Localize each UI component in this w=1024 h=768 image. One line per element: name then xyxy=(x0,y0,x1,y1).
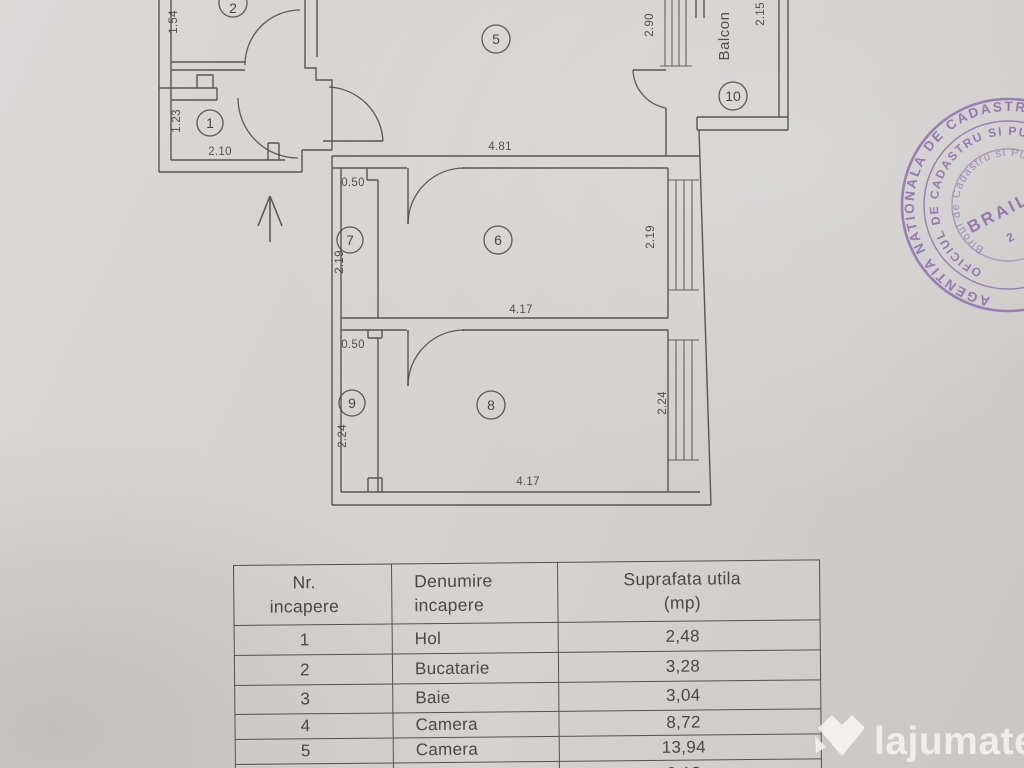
dim-1-54: 1.54 xyxy=(168,10,180,34)
room-number-2: 2 xyxy=(229,0,237,16)
dim-2-90: 2.90 xyxy=(644,13,656,37)
cell-denumire: Bucatarie xyxy=(392,652,559,684)
room-area-table: Nr. incapere Denumire incapere Suprafata… xyxy=(233,559,822,768)
room-circle-8 xyxy=(476,390,506,420)
site-watermark: lajumate .ro xyxy=(812,712,1024,764)
window-lines xyxy=(660,0,699,461)
dim-1-23: 1.23 xyxy=(171,109,183,133)
stamp-number: 2 xyxy=(1004,230,1017,246)
watermark-brand: lajumate xyxy=(874,720,1024,763)
room-number-1: 1 xyxy=(206,115,214,131)
cell-suprafata: 8,72 xyxy=(558,708,822,737)
room-circle-2 xyxy=(218,0,248,18)
dim-0-50-top: 0.50 xyxy=(341,177,365,189)
cell-suprafata: 9,13 xyxy=(559,758,822,768)
room-circle-6 xyxy=(483,225,513,255)
cell-suprafata: 3,04 xyxy=(558,679,821,712)
dim-4-81: 4.81 xyxy=(488,141,512,153)
dimension-labels: 1.54 1.23 2.10 4.81 0.50 2.19 2.19 4.17 … xyxy=(168,2,767,488)
header-nr-incapere: Nr. incapere xyxy=(233,563,393,626)
cell-nr xyxy=(235,762,394,768)
cell-nr: 3 xyxy=(234,683,393,715)
stamp-inner-circle xyxy=(951,148,1024,262)
cell-nr: 4 xyxy=(234,712,394,740)
balcony-label: Balcon xyxy=(716,12,733,61)
stamp-middle-circle xyxy=(923,120,1024,290)
cell-nr: 1 xyxy=(234,623,393,656)
room-number-6: 6 xyxy=(494,232,502,248)
dim-2-19-right: 2.19 xyxy=(645,225,657,249)
dim-2-24-right: 2.24 xyxy=(657,391,669,415)
room-circle-10 xyxy=(718,81,748,111)
cell-suprafata: 3,28 xyxy=(558,649,821,683)
stamp-city-text: BRAIL xyxy=(964,189,1024,236)
door-arcs xyxy=(237,9,667,387)
room-number-10: 10 xyxy=(725,88,741,104)
dim-0-50-bottom: 0.50 xyxy=(341,339,365,351)
room-number-8: 8 xyxy=(487,397,495,413)
dim-2-19-left: 2.19 xyxy=(334,250,346,274)
room-circle-1 xyxy=(196,109,224,137)
cell-denumire: Camera xyxy=(393,736,560,763)
dim-2-24-left: 2.24 xyxy=(337,424,349,448)
room-markers: 1 2 5 6 7 8 9 10 xyxy=(196,0,748,420)
cell-suprafata: 13,94 xyxy=(559,733,822,762)
dim-2-10: 2.10 xyxy=(208,146,232,158)
header-suprafata-utila: Suprafata utila (mp) xyxy=(557,559,821,623)
plan-walls xyxy=(158,0,789,506)
cell-nr: 2 xyxy=(234,653,393,686)
room-circle-9 xyxy=(338,389,366,417)
north-arrow xyxy=(257,195,283,242)
cell-nr: 5 xyxy=(235,737,394,765)
lajumate-pin-icon xyxy=(815,715,865,756)
cell-suprafata: 2,48 xyxy=(558,619,821,653)
dim-4-17-bottom: 4.17 xyxy=(516,476,540,488)
room-circle-7 xyxy=(336,226,364,254)
dim-2-15: 2.15 xyxy=(755,2,767,26)
cell-denumire: Baie xyxy=(392,682,559,713)
header-denumire-incapere: Denumire incapere xyxy=(391,562,559,624)
room-number-9: 9 xyxy=(348,395,356,411)
room-circle-5 xyxy=(481,24,511,54)
dim-4-17-mid: 4.17 xyxy=(509,304,533,316)
cell-denumire: Camera xyxy=(392,711,560,738)
room-number-7: 7 xyxy=(346,232,354,248)
stamp-outer-circle xyxy=(900,97,1024,313)
cadastru-stamp: AGENTIA NATIONALA DE CADASTRU SI PUB OFI… xyxy=(900,97,1024,313)
cell-denumire xyxy=(393,761,560,768)
room-number-5: 5 xyxy=(492,31,500,47)
table-header-row: Nr. incapere Denumire incapere Suprafata… xyxy=(233,559,821,626)
cell-denumire: Hol xyxy=(392,622,559,654)
watermark-text: lajumate .ro xyxy=(874,720,1024,764)
